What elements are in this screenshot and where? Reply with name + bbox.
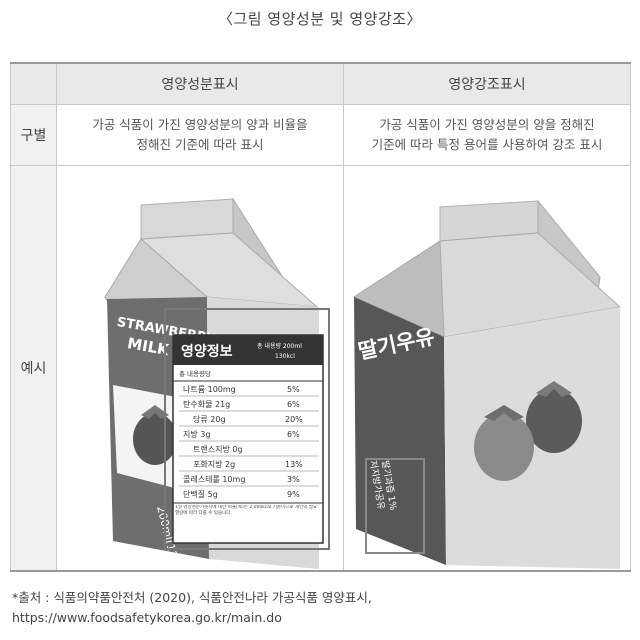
nutrition-claim-header: 영양강조표시 bbox=[343, 62, 631, 105]
nutrition-claim-description: 가공 식품이 가진 영양성분의 양을 정해진 기준에 따라 특정 용어를 사용하… bbox=[343, 104, 631, 166]
svg-text:트랜스지방 0g: 트랜스지방 0g bbox=[193, 444, 243, 454]
nutrient-row: 탄수화물 21g 6% bbox=[179, 399, 319, 412]
svg-text:20%: 20% bbox=[285, 415, 303, 424]
desc-line: 가공 식품이 가진 영양성분의 양과 비율을 bbox=[92, 117, 308, 132]
desc-line: 가공 식품이 가진 영양성분의 양을 정해진 bbox=[379, 117, 595, 132]
strawberry-milk-carton-illustration: STRAWBERRY MILK 200ml(130kcl) 영양정보 총 내용량… bbox=[104, 197, 330, 569]
nutrient-row: 콜레스테롤 10mg 3% bbox=[179, 475, 319, 487]
label-subheader: 총 내용량당 bbox=[179, 369, 211, 378]
example-nutrition-label: STRAWBERRY MILK 200ml(130kcl) 영양정보 총 내용량… bbox=[56, 165, 344, 572]
label-highlight-box bbox=[164, 308, 330, 550]
svg-text:나트륨 100mg: 나트륨 100mg bbox=[183, 385, 236, 394]
svg-text:콜레스테롤 10mg: 콜레스테롤 10mg bbox=[183, 475, 245, 484]
nutrient-row: 트랜스지방 0g bbox=[179, 444, 319, 457]
nutrient-row: 당류 20g 20% bbox=[179, 414, 319, 427]
comparison-table: 영양성분표시 영양강조표시 구별 가공 식품이 가진 영양성분의 양과 비율을 … bbox=[10, 62, 631, 572]
svg-text:지방 3g: 지방 3g bbox=[183, 429, 210, 439]
nutrient-row: 단백질 5g 9% bbox=[173, 489, 323, 504]
svg-text:단백질 5g: 단백질 5g bbox=[183, 489, 218, 499]
svg-text:포화지방 2g: 포화지방 2g bbox=[193, 459, 235, 469]
label-total-line1: 총 내용량 200ml bbox=[257, 342, 302, 350]
label-footnote: 1일 영양성분기준치에 대한 비율(%)은 2,000kcal 기준이므로 개인… bbox=[175, 505, 317, 516]
svg-text:탄수화물 21g: 탄수화물 21g bbox=[183, 399, 230, 409]
svg-text:6%: 6% bbox=[287, 400, 300, 409]
nutrition-label-header: 영양성분표시 bbox=[56, 62, 344, 105]
svg-text:13%: 13% bbox=[285, 460, 303, 469]
desc-line: 정해진 기준에 따라 표시 bbox=[136, 137, 264, 152]
claim-highlight-box bbox=[365, 458, 425, 554]
nutrition-facts-panel: 영양정보 총 내용량 200ml 130kcl 총 내용량당 나트륨 100mg… bbox=[172, 334, 324, 544]
svg-text:6%: 6% bbox=[287, 430, 300, 439]
label-title: 영양정보 bbox=[181, 343, 233, 360]
svg-text:당류 20g: 당류 20g bbox=[193, 414, 226, 424]
nutrient-row: 나트륨 100mg 5% bbox=[179, 385, 319, 397]
nutrient-row: 지방 3g 6% bbox=[179, 429, 319, 442]
source-footer: *출처 : 식품의약품안전처 (2020), 식품안전나라 가공식품 영양표시,… bbox=[12, 588, 372, 628]
svg-text:9%: 9% bbox=[287, 490, 300, 499]
nutrient-row: 포화지방 2g 13% bbox=[179, 459, 319, 472]
svg-text:3%: 3% bbox=[287, 475, 300, 484]
strawberry-milk-carton-claim-illustration: 딸기우유 딸기과즙 1% 저지방가공유 bbox=[352, 199, 622, 569]
source-citation: *출처 : 식품의약품안전처 (2020), 식품안전나라 가공식품 영양표시, bbox=[12, 590, 372, 605]
svg-text:5%: 5% bbox=[287, 385, 300, 394]
label-total-line2: 130kcl bbox=[275, 353, 295, 360]
strawberry-icon bbox=[474, 381, 582, 481]
page-title: 〈그림 영양성분 및 영양강조〉 bbox=[217, 10, 423, 28]
corner-cell bbox=[10, 62, 57, 105]
desc-line: 기준에 따라 특정 용어를 사용하여 강조 표시 bbox=[371, 137, 603, 152]
nutrition-label-description: 가공 식품이 가진 영양성분의 양과 비율을 정해진 기준에 따라 표시 bbox=[56, 104, 344, 166]
row-label-example: 예시 bbox=[10, 165, 57, 572]
example-nutrition-claim: 딸기우유 딸기과즙 1% 저지방가공유 bbox=[343, 165, 631, 572]
source-url: https://www.foodsafetykorea.go.kr/main.d… bbox=[12, 610, 282, 625]
row-label-distinction: 구별 bbox=[10, 104, 57, 166]
